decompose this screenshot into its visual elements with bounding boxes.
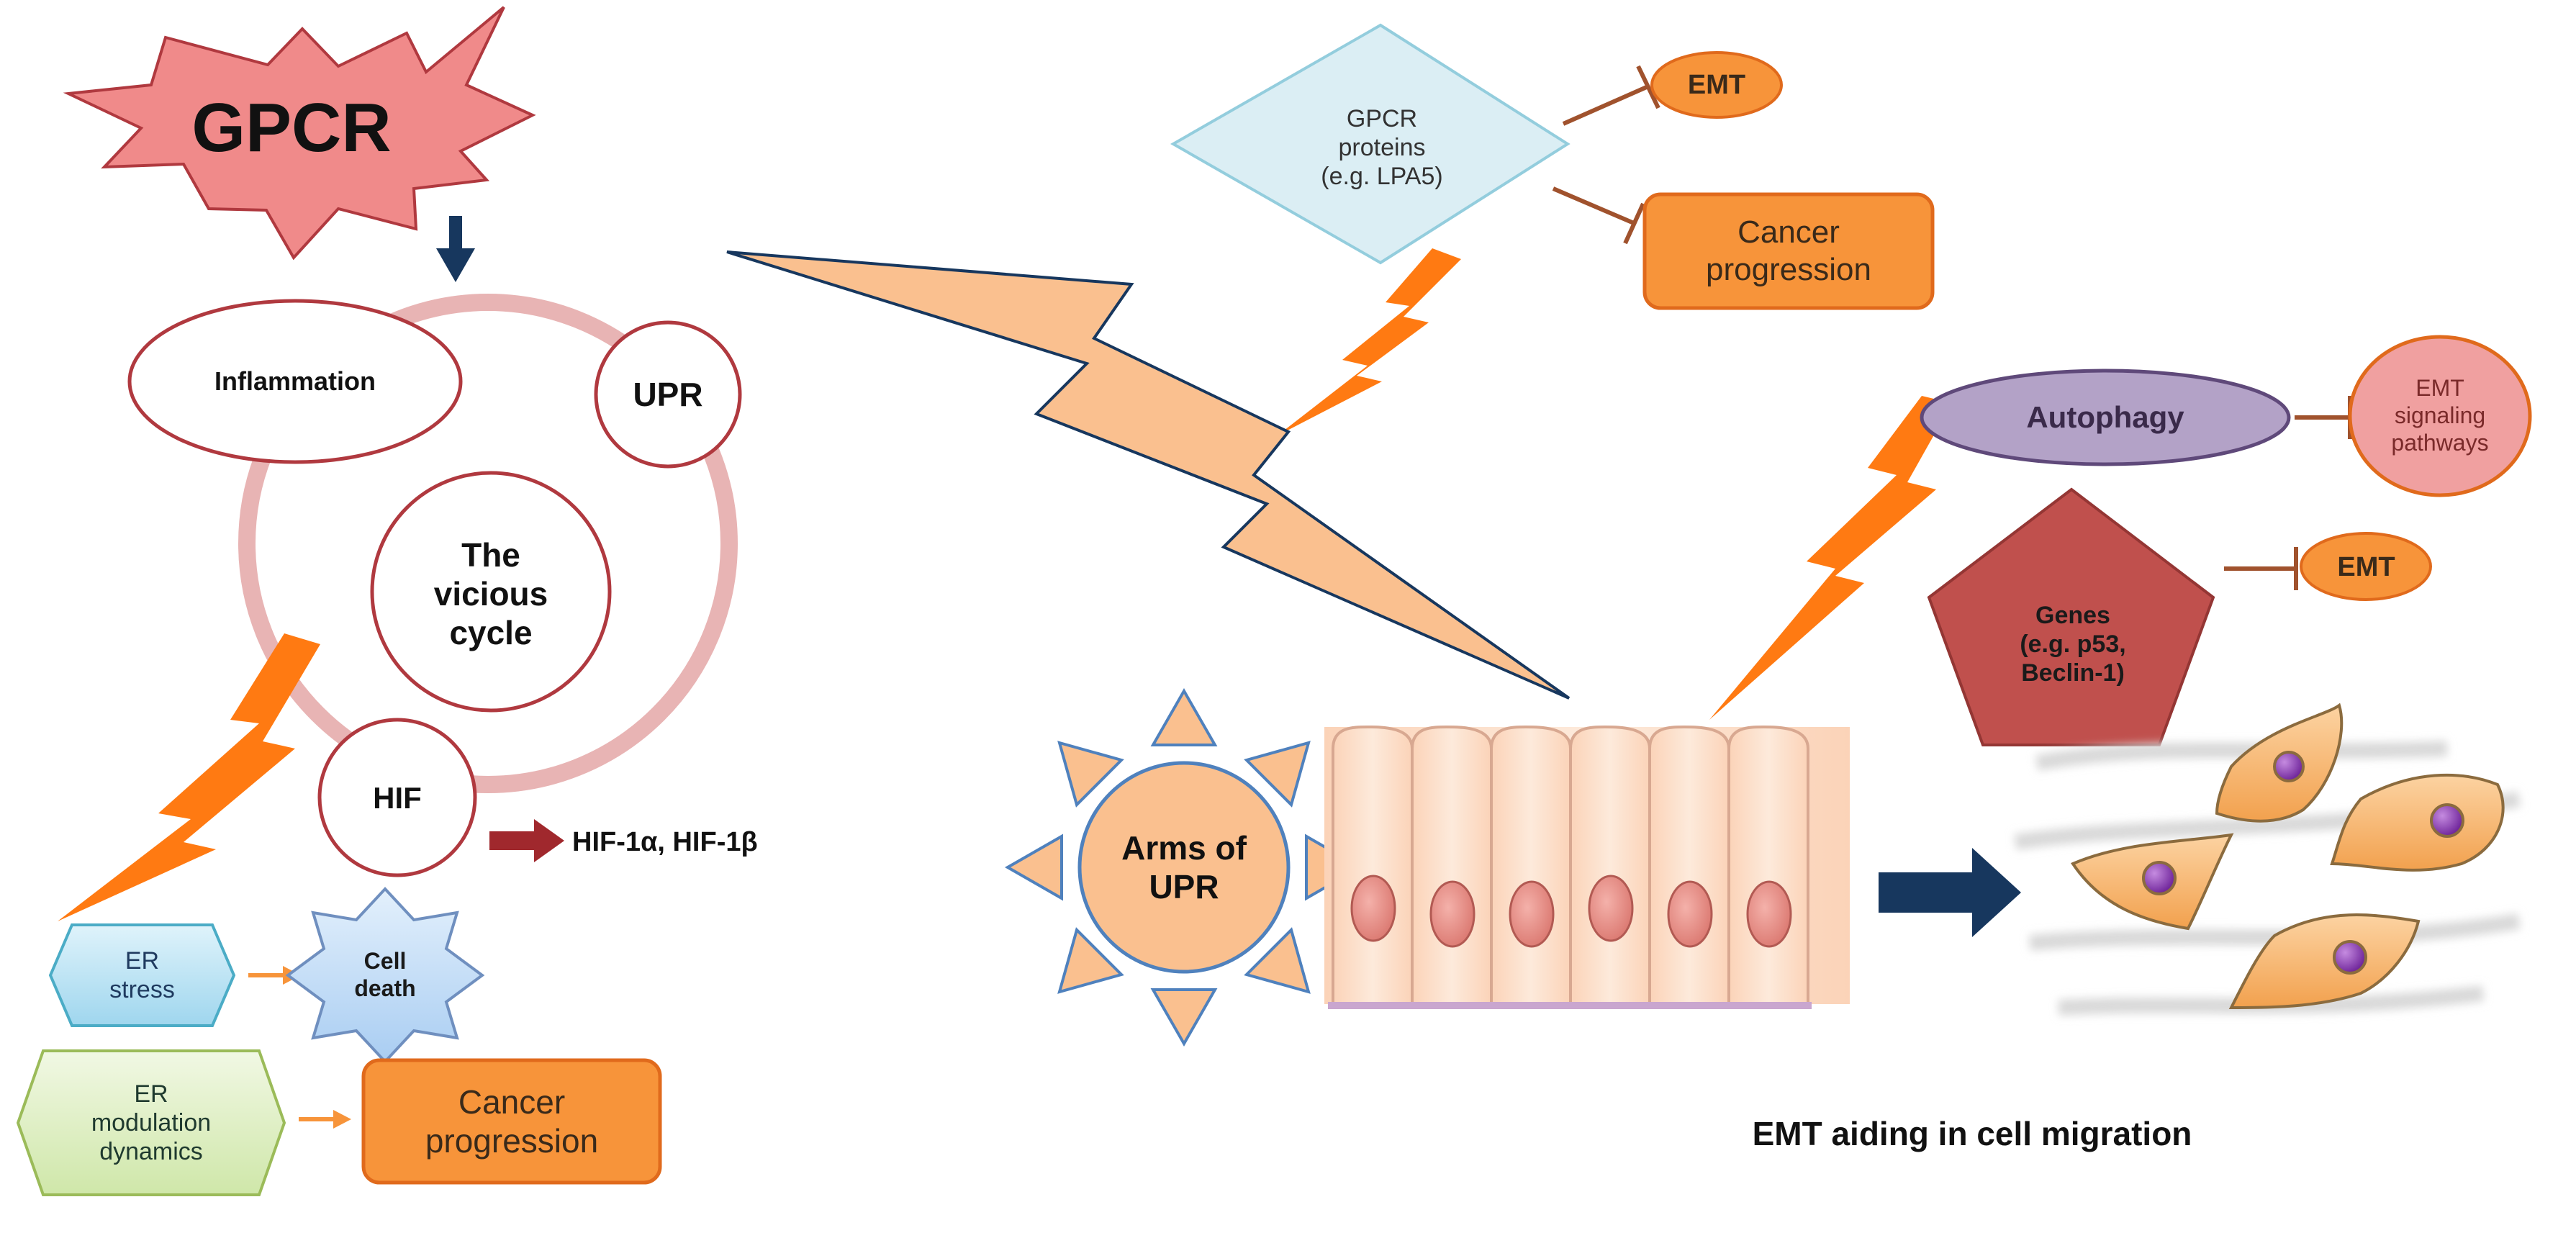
- gpcr-proteins-diamond: [1170, 23, 1571, 265]
- hif-node: [317, 718, 477, 877]
- er-modulation-arrow: [299, 1110, 351, 1129]
- gpcr-title: GPCR: [191, 89, 391, 166]
- hif-label: HIF: [373, 781, 422, 815]
- genes-line-2: (e.g. p53,: [2020, 630, 2126, 658]
- migrating-cells: [2071, 702, 2505, 1010]
- cell-death-label: Cell death: [327, 928, 443, 1022]
- upr-label: UPR: [633, 375, 703, 413]
- inhibit-emt-signaling-line: [2295, 396, 2352, 439]
- inhibit-cancer-line: [1552, 186, 1645, 245]
- emt-signaling-line-2: signaling: [2394, 402, 2486, 429]
- emt-signaling-node: [2348, 335, 2532, 497]
- epithelial-cells: [1324, 725, 1850, 1009]
- emt-top-label: EMT: [1687, 69, 1746, 100]
- er-stress-label: ER stress: [58, 928, 227, 1022]
- gpcr-proteins-line-2: proteins: [1338, 133, 1426, 161]
- lightning-bolt-right: [1709, 396, 1952, 720]
- er-stress-line-2: stress: [109, 976, 175, 1003]
- hif-output-label: HIF-1α, HIF-1β: [572, 826, 758, 857]
- gpcr-proteins-label: GPCR proteins (e.g. LPA5): [1267, 86, 1497, 209]
- cell-death-line-2: death: [354, 975, 416, 1001]
- er-stress-hexagon: [48, 923, 236, 1027]
- inhibit-emt-genes-line: [2224, 547, 2298, 590]
- emt-genes-label: EMT: [2337, 551, 2395, 582]
- lightning-bolt-left: [58, 633, 320, 921]
- cancer-progression-top-label: Cancer progression: [1645, 194, 1933, 308]
- er-modulation-line-3: dynamics: [99, 1138, 203, 1166]
- upr-arms-line-2: UPR: [1149, 868, 1219, 905]
- vicious-cycle-line-2: vicious: [433, 574, 548, 613]
- migration-arrow: [1879, 848, 2021, 937]
- gpcr-proteins-line-1: GPCR: [1346, 104, 1418, 132]
- autophagy-label: Autophagy: [2026, 400, 2184, 435]
- gpcr-burst: [63, 6, 536, 261]
- vicious-cycle-label: The vicious cycle: [403, 511, 579, 677]
- upr-arms-label: Arms of UPR: [1087, 813, 1281, 921]
- genes-line-3: Beclin-1): [2021, 659, 2125, 687]
- lightning-bolt-top: [1278, 248, 1461, 435]
- inflammation-node: [127, 299, 463, 464]
- big-lightning-bolt: [726, 250, 1571, 700]
- er-modulation-line-1: ER: [134, 1080, 168, 1108]
- hif-output-arrow: [489, 819, 564, 862]
- genes-line-1: Genes: [2035, 601, 2110, 629]
- cancer-progression-bottom: [361, 1058, 662, 1185]
- vicious-cycle-ring: [238, 294, 738, 793]
- er-modulation-label: ER modulation dynamics: [36, 1054, 266, 1191]
- gpcr-proteins-line-3: (e.g. LPA5): [1321, 163, 1443, 191]
- emt-migration-caption: EMT aiding in cell migration: [1752, 1114, 2192, 1152]
- inflammation-label: Inflammation: [214, 366, 376, 396]
- cancer-bottom-line-1: Cancer: [458, 1083, 566, 1121]
- cancer-progression-top: [1642, 192, 1935, 310]
- emt-top-node: [1650, 51, 1783, 119]
- vicious-cycle-line-1: The: [461, 536, 520, 574]
- cell-death-line-1: Cell: [363, 948, 407, 975]
- er-modulation-hexagon: [16, 1049, 286, 1196]
- upr-arms-line-1: Arms of: [1121, 828, 1247, 867]
- er-stress-line-1: ER: [125, 946, 160, 975]
- vicious-cycle-center: [370, 471, 612, 713]
- emt-signaling-line-3: pathways: [2391, 429, 2489, 456]
- cancer-progression-bottom-label: Cancer progression: [363, 1060, 660, 1183]
- emt-signaling-line-1: EMT: [2415, 375, 2464, 402]
- vicious-cycle-line-3: cycle: [449, 614, 533, 652]
- emt-signaling-label: EMT signaling pathways: [2354, 345, 2526, 487]
- emt-genes-node: [2300, 532, 2432, 601]
- er-modulation-line-2: modulation: [91, 1108, 212, 1137]
- inhibit-emt-line: [1562, 65, 1660, 126]
- gpcr-down-arrow: [436, 216, 475, 282]
- genes-pentagon: [1927, 487, 2215, 746]
- upr-node: [594, 320, 742, 469]
- autophagy-node: [1920, 369, 2291, 466]
- cancer-bottom-line-2: progression: [425, 1122, 599, 1160]
- cancer-top-line-2: progression: [1706, 252, 1871, 287]
- upr-arms-sun: [1004, 687, 1364, 1047]
- cancer-top-line-1: Cancer: [1737, 214, 1840, 250]
- genes-label: Genes (e.g. p53, Beclin-1): [1958, 569, 2188, 720]
